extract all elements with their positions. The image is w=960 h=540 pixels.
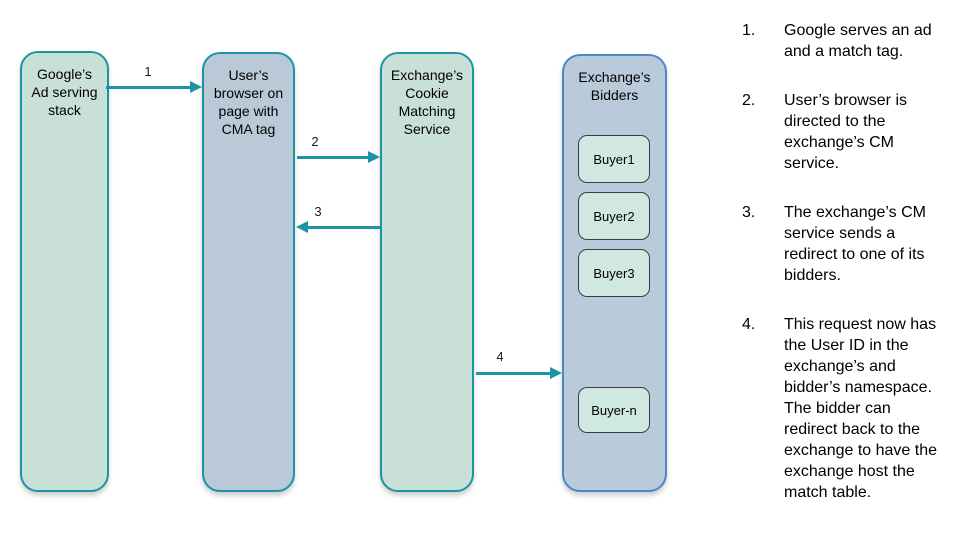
node-browser-label: User’s browser on page with CMA tag [213,67,284,137]
node-bidders-label: Exchange’s Bidders [578,69,651,103]
node-google-ad-serving-stack: Google’s Ad serving stack [20,51,109,492]
step-2-text: User’s browser is directed to the exchan… [784,92,907,172]
arrow-4-line [476,372,550,375]
buyer-1-label: Buyer1 [593,151,635,167]
node-exchange-bidders: Exchange’s Bidders Buyer1 Buyer2 Buyer3 … [562,54,667,492]
buyer-n-label: Buyer-n [591,402,637,418]
arrow-2-label: 2 [311,134,319,149]
arrow-1-head-icon [190,81,202,93]
step-3-number: 3. [742,204,756,221]
arrow-3-head-icon [296,221,308,233]
buyer-box-n: Buyer-n [578,387,650,433]
buyer-box-1: Buyer1 [578,135,650,183]
arrow-3-line [308,226,380,229]
arrow-2-head-icon [368,151,380,163]
step-1-number: 1. [742,22,756,39]
step-4-text: This request now has the User ID in the … [784,316,938,501]
buyer-2-label: Buyer2 [593,208,635,224]
step-1-text: Google serves an ad and a match tag. [784,22,932,60]
arrow-1-label: 1 [144,64,152,79]
arrow-3-label: 3 [314,204,322,219]
step-item-2: 2. User’s browser is directed to the exc… [742,90,954,174]
node-google-label: Google’s Ad serving stack [31,66,98,118]
node-user-browser: User’s browser on page with CMA tag [202,52,295,492]
step-item-1: 1. Google serves an ad and a match tag. [742,20,954,62]
buyer-box-3: Buyer3 [578,249,650,297]
buyer-3-label: Buyer3 [593,265,635,281]
arrow-2-line [297,156,368,159]
node-cm-label: Exchange’s Cookie Matching Service [390,67,464,137]
step-4-number: 4. [742,316,756,333]
buyer-box-2: Buyer2 [578,192,650,240]
arrow-4-head-icon [550,367,562,379]
arrow-1-line [106,86,190,89]
step-2-number: 2. [742,92,756,109]
arrow-4-label: 4 [496,349,504,364]
step-item-3: 3. The exchange’s CM service sends a red… [742,202,954,286]
node-cookie-matching-service: Exchange’s Cookie Matching Service [380,52,474,492]
step-3-text: The exchange’s CM service sends a redire… [784,204,926,284]
step-item-4: 4. This request now has the User ID in t… [742,314,954,503]
step-list: 1. Google serves an ad and a match tag. … [742,20,954,531]
